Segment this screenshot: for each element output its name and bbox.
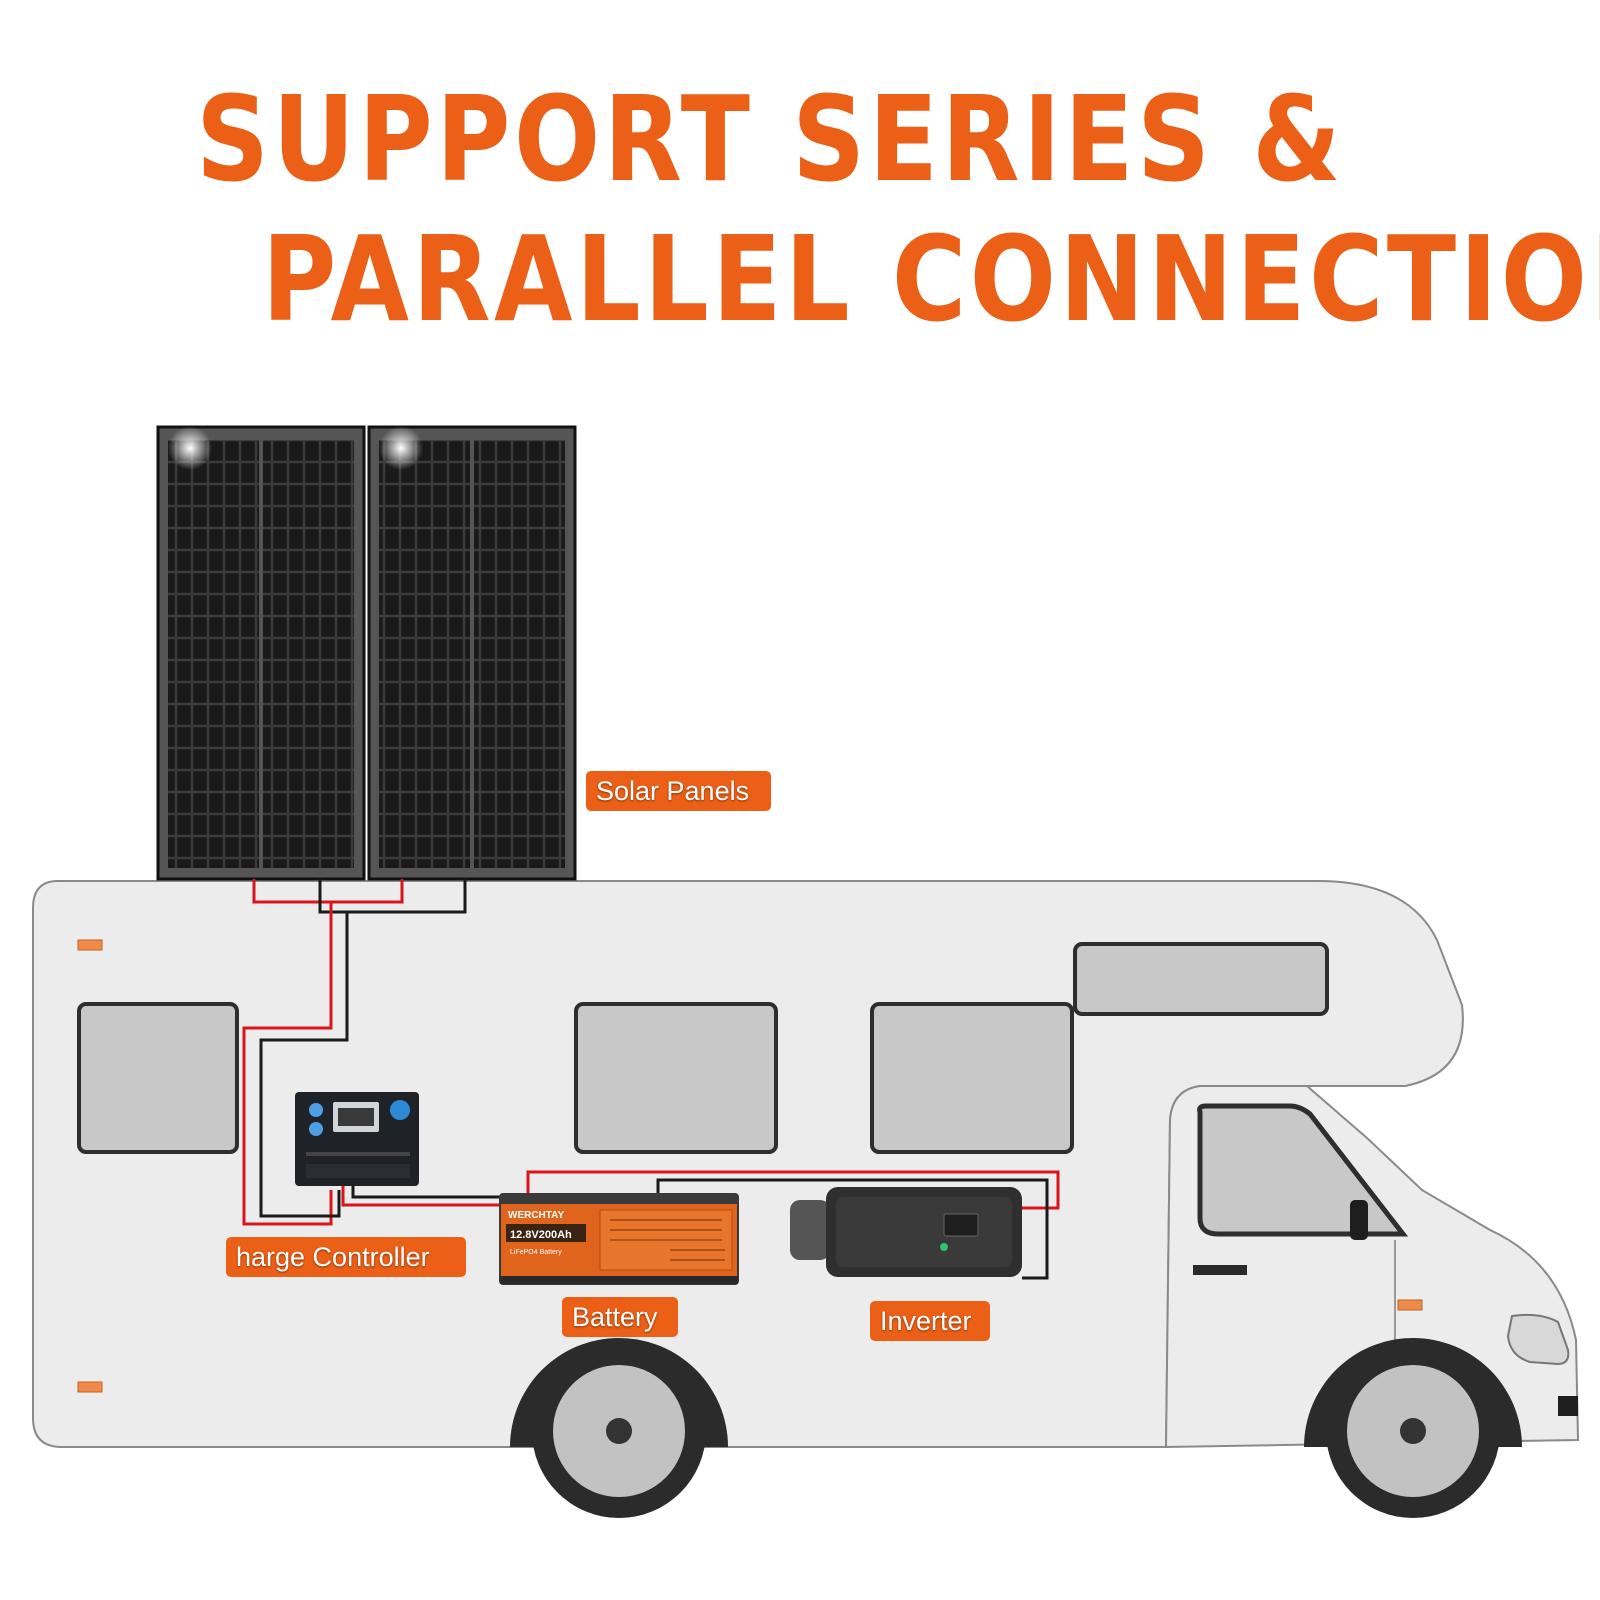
wiring-battery-inverter bbox=[341, 1170, 1060, 1280]
charge-controller bbox=[295, 1092, 419, 1186]
headline-line-1: SUPPORT SERIES & bbox=[196, 70, 1345, 208]
door-handle bbox=[1193, 1265, 1247, 1275]
marker-light bbox=[77, 1381, 103, 1393]
rear-wheel bbox=[510, 1338, 728, 1518]
wiring-panels-to-controller bbox=[242, 879, 467, 1226]
solar-panel-left bbox=[156, 425, 366, 881]
battery bbox=[499, 1193, 739, 1285]
window-rear bbox=[77, 1002, 239, 1154]
bumper bbox=[1558, 1396, 1578, 1416]
window-middle bbox=[574, 1002, 778, 1154]
charge-controller-label: harge Controller bbox=[226, 1237, 466, 1277]
marker-light bbox=[1397, 1299, 1423, 1311]
headlight bbox=[1506, 1313, 1570, 1366]
battery-rating: 12.8V200Ah bbox=[510, 1229, 572, 1241]
battery-brand: WERCHTAY bbox=[508, 1210, 564, 1221]
headline-line-2: PARALLEL CONNECTION bbox=[262, 210, 1600, 348]
solar-panel-right bbox=[367, 425, 577, 881]
battery-type: LiFePO4 Battery bbox=[510, 1249, 562, 1256]
inverter-label: Inverter bbox=[870, 1301, 990, 1341]
window-front bbox=[870, 1002, 1074, 1154]
solar-panels-label: Solar Panels bbox=[586, 771, 771, 811]
inverter bbox=[790, 1187, 1022, 1277]
battery-label: Battery bbox=[562, 1297, 678, 1337]
side-mirror bbox=[1350, 1200, 1368, 1240]
marker-light bbox=[77, 939, 103, 951]
overcab-window bbox=[1073, 942, 1329, 1016]
front-wheel bbox=[1304, 1338, 1522, 1518]
